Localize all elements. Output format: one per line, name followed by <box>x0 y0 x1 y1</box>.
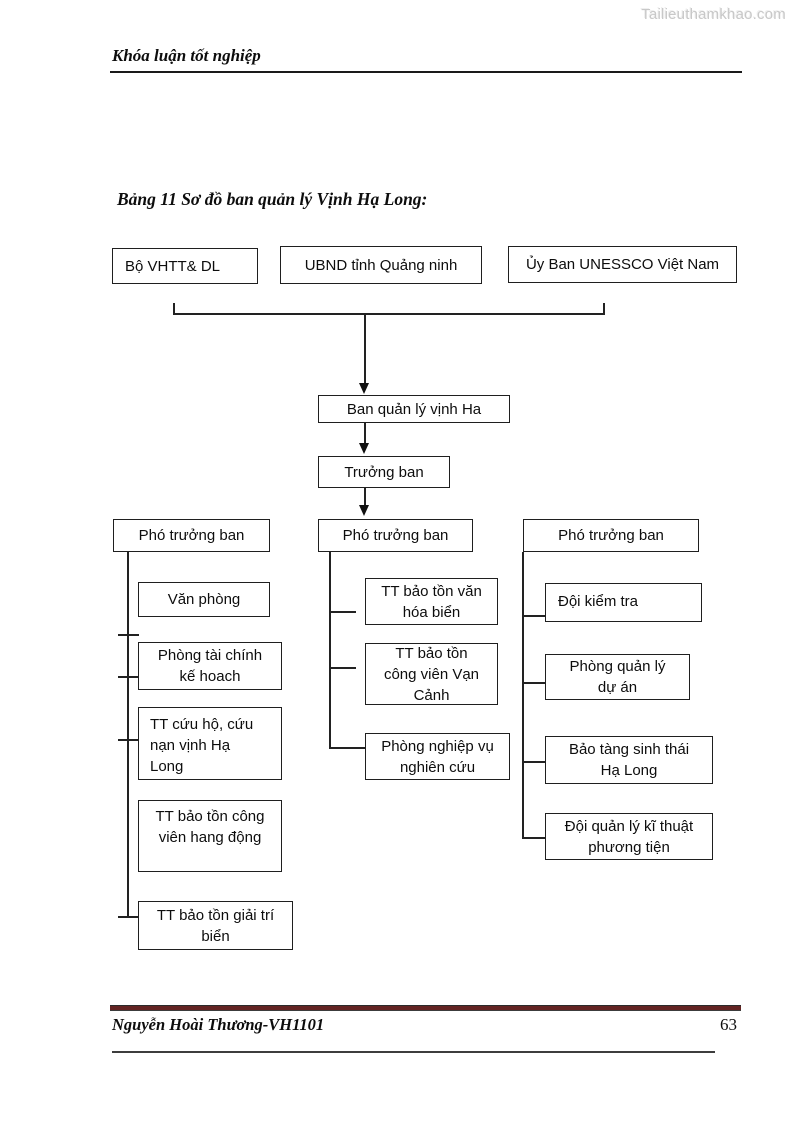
org-box-eco-museum: Bảo tàng sinh thái Hạ Long <box>545 736 713 784</box>
org-box-deputy-middle: Phó trưởng ban <box>318 519 473 552</box>
org-box-sea-culture-conservation: TT bảo tồn văn hóa biển <box>365 578 498 625</box>
connector-line <box>364 488 366 506</box>
org-box-research-department: Phòng nghiệp vụ nghiên cứu <box>365 733 510 780</box>
org-box-ministry: Bộ VHTT& DL <box>112 248 258 284</box>
bracket-horizontal-line <box>173 313 605 315</box>
page-number: 63 <box>720 1015 737 1034</box>
stub-line <box>329 747 366 749</box>
stub-line <box>118 634 139 636</box>
arrow-down-icon <box>359 383 369 394</box>
stub-line <box>522 682 546 684</box>
arrow-down-icon <box>359 443 369 454</box>
stub-line <box>118 916 139 918</box>
org-box-deputy-left: Phó trưởng ban <box>113 519 270 552</box>
stub-line <box>118 739 139 741</box>
org-box-rescue-center: TT cứu hộ, cứu nạn vịnh Hạ Long <box>138 707 282 780</box>
site-watermark: Tailieuthamkhao.com <box>641 6 786 23</box>
arrow-down-icon <box>359 505 369 516</box>
org-box-finance-planning: Phòng tài chính kế hoach <box>138 642 282 690</box>
org-box-management-board: Ban quản lý vịnh Ha <box>318 395 510 423</box>
org-box-head: Trưởng ban <box>318 456 450 488</box>
bracket-right-tick <box>603 303 605 315</box>
org-box-cave-park-conservation: TT bảo tồn công viên hang động <box>138 800 282 872</box>
stub-line <box>522 761 546 763</box>
org-box-van-canh-park-conservation: TT bảo tồn công viên Vạn Cảnh <box>365 643 498 705</box>
org-box-deputy-right: Phó trưởng ban <box>523 519 699 552</box>
figure-caption: Bảng 11 Sơ đồ ban quản lý Vịnh Hạ Long: <box>117 189 428 209</box>
bracket-left-tick <box>173 303 175 315</box>
org-box-office: Văn phòng <box>138 582 270 617</box>
connector-line <box>364 423 366 444</box>
left-column-trunk-line <box>127 552 129 918</box>
stub-line <box>329 611 356 613</box>
header-rule <box>110 71 742 73</box>
page-header-title: Khóa luận tốt nghiệp <box>112 46 261 65</box>
org-box-unesco-committee: Ủy Ban UNESSCO Việt Nam <box>508 246 737 283</box>
org-box-inspection-team: Đội kiểm tra <box>545 583 702 622</box>
org-box-project-management: Phòng quản lý dự án <box>545 654 690 700</box>
connector-line <box>364 313 366 384</box>
stub-line <box>522 615 546 617</box>
footer-rule <box>110 1005 741 1011</box>
org-box-province-committee: UBND tỉnh Quảng ninh <box>280 246 482 284</box>
footer-author: Nguyễn Hoài Thương-VH1101 <box>112 1015 325 1034</box>
footer-bottom-rule <box>112 1051 715 1053</box>
right-column-trunk-line <box>522 552 524 839</box>
middle-column-trunk-line <box>329 552 331 749</box>
org-box-sea-recreation-conservation: TT bảo tồn giải trí biển <box>138 901 293 950</box>
stub-line <box>118 676 139 678</box>
stub-line <box>522 837 546 839</box>
org-box-technical-team: Đội quản lý kĩ thuật phương tiện <box>545 813 713 860</box>
stub-line <box>329 667 356 669</box>
